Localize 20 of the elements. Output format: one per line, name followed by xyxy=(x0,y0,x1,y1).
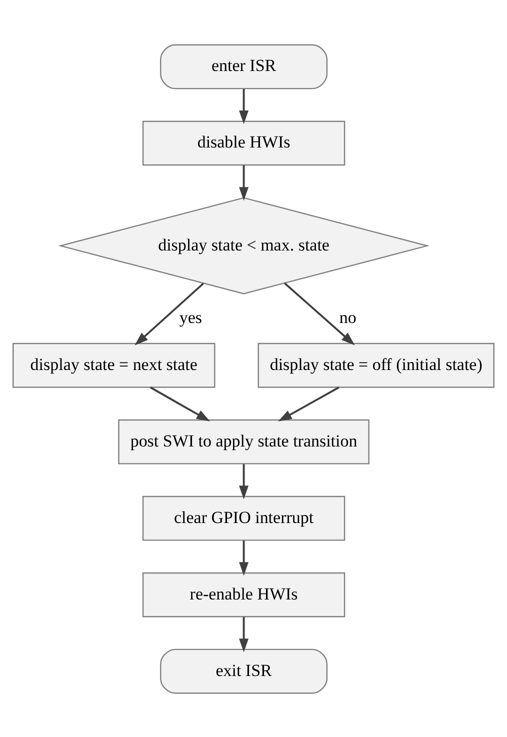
node-box: post SWI to apply state transition xyxy=(118,418,370,464)
arrow xyxy=(278,386,340,421)
arrow xyxy=(239,464,249,499)
edge-label: no xyxy=(339,308,356,327)
node-box: exit ISR xyxy=(160,648,328,694)
node-box: enter ISR xyxy=(160,44,328,89)
arrow xyxy=(239,88,249,124)
arrow xyxy=(150,386,210,421)
node-box: disable HWIs xyxy=(142,120,346,166)
arrow xyxy=(239,164,249,200)
arrow xyxy=(239,616,249,652)
edge-label: yes xyxy=(179,308,202,327)
node-diamond: display state < max. state xyxy=(58,196,430,294)
node-box: clear GPIO interrupt xyxy=(142,495,346,540)
arrow xyxy=(134,282,204,345)
node-box: display state = off (initial state) xyxy=(258,342,494,388)
arrow xyxy=(239,540,249,576)
node-box: display state = next state xyxy=(12,342,216,388)
arrow xyxy=(284,282,355,345)
node-box: re-enable HWIs xyxy=(142,572,346,617)
